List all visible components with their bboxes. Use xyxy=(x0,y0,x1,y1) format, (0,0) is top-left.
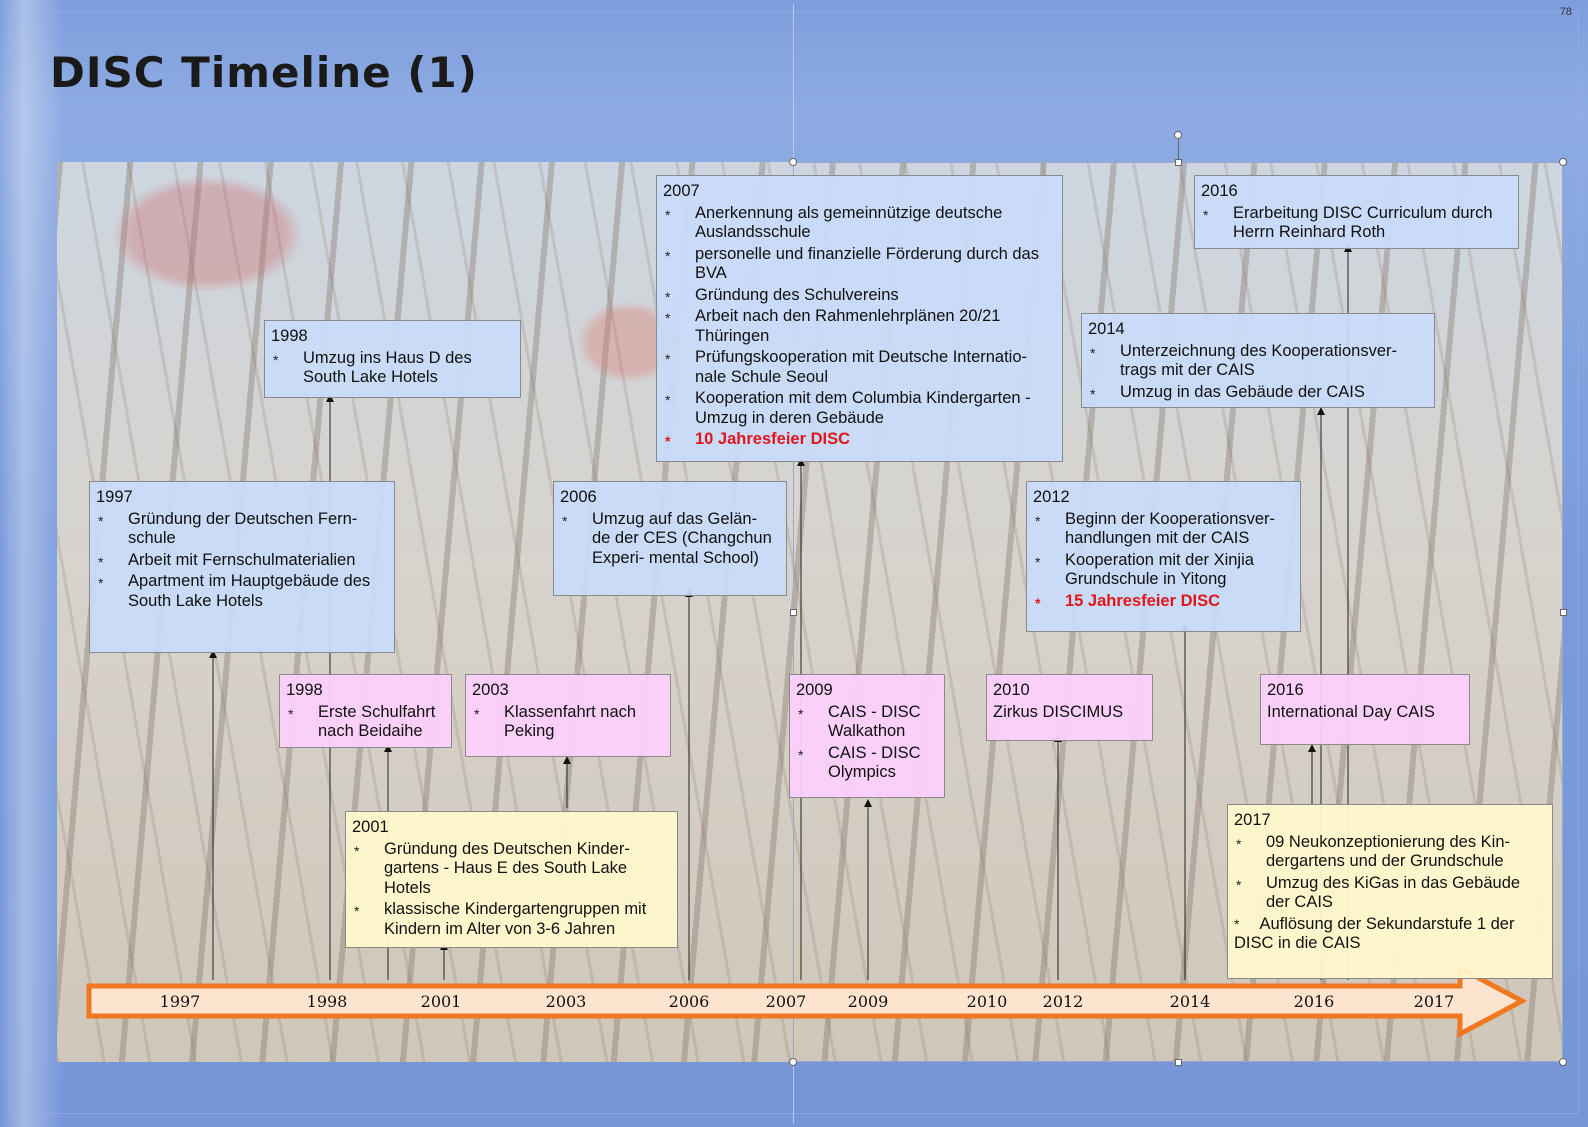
event-box-2012[interactable]: 2012 Beginn der Kooperationsver- handlun… xyxy=(1026,481,1301,632)
event-year: 2012 xyxy=(1033,488,1070,506)
axis-label: 2009 xyxy=(847,992,889,1011)
event-box-2017[interactable]: 2017 09 Neukonzeptionierung des Kin- der… xyxy=(1227,804,1553,979)
event-item: Gründung des Deutschen Kinder- gartens -… xyxy=(352,840,671,899)
event-highlight: 15 Jahresfeier DISC xyxy=(1033,592,1294,613)
event-item: Arbeit mit Fernschulmaterialien xyxy=(96,551,388,572)
axis-label: 2007 xyxy=(765,992,807,1011)
resize-handle-bottom[interactable] xyxy=(1175,1059,1182,1066)
event-item: personelle und finanzielle Förderung dur… xyxy=(663,245,1056,284)
event-year: 2010 xyxy=(993,681,1030,699)
resize-handle-left[interactable] xyxy=(790,609,797,616)
event-item: Umzug des KiGas in das Gebäude der CAIS xyxy=(1234,874,1546,913)
axis-label: 2012 xyxy=(1042,992,1084,1011)
event-box-2016-international-day[interactable]: 2016 International Day CAIS xyxy=(1260,674,1470,745)
event-box-2007[interactable]: 2007 Anerkennung als gemeinnützige deuts… xyxy=(656,175,1063,462)
timeline-arrow xyxy=(86,963,1528,1039)
event-item: Anerkennung als gemeinnützige deutsche A… xyxy=(663,204,1056,243)
event-year: 2001 xyxy=(352,818,389,836)
event-item: Klassenfahrt nach Peking xyxy=(472,703,664,742)
event-year: 1997 xyxy=(96,488,133,506)
slide-title[interactable]: DISC Timeline (1) xyxy=(50,48,478,97)
event-item: Auflösung der Sekundarstufe 1 der DISC i… xyxy=(1234,915,1546,954)
event-box-2016-curriculum[interactable]: 2016 Erarbeitung DISC Curriculum durch H… xyxy=(1194,175,1519,249)
event-year: 1998 xyxy=(286,681,323,699)
event-year: 2003 xyxy=(472,681,509,699)
event-item: Kooperation mit der Xinjia Grundschule i… xyxy=(1033,551,1294,590)
axis-label: 2010 xyxy=(966,992,1008,1011)
event-year: 1998 xyxy=(271,327,308,345)
event-item: Umzug in das Gebäude der CAIS xyxy=(1088,383,1428,404)
event-item: klassische Kindergartengruppen mit Kinde… xyxy=(352,900,671,939)
event-item: Kooperation mit dem Columbia Kindergarte… xyxy=(663,389,1056,428)
event-text: International Day CAIS xyxy=(1267,702,1435,721)
event-box-1997[interactable]: 1997 Gründung der Deutschen Fern- schule… xyxy=(89,481,395,653)
event-item: Apartment im Hauptgebäude des South Lake… xyxy=(96,572,388,611)
event-box-2001[interactable]: 2001 Gründung des Deutschen Kinder- gart… xyxy=(345,811,678,948)
resize-handle-top[interactable] xyxy=(1175,159,1182,166)
event-item: Gründung der Deutschen Fern- schule xyxy=(96,510,388,549)
event-box-1998-trip[interactable]: 1998 Erste Schulfahrt nach Beidaihe xyxy=(279,674,452,748)
event-item: 09 Neukonzeptionierung des Kin- dergarte… xyxy=(1234,833,1546,872)
event-item: CAIS - DISC Walkathon xyxy=(796,703,938,742)
event-box-2014[interactable]: 2014 Unterzeichnung des Kooperationsver-… xyxy=(1081,313,1435,408)
event-item: CAIS - DISC Olympics xyxy=(796,744,938,783)
event-box-2009[interactable]: 2009 CAIS - DISC Walkathon CAIS - DISC O… xyxy=(789,674,945,798)
rotate-handle[interactable] xyxy=(1174,131,1182,139)
event-box-2006[interactable]: 2006 Umzug auf das Gelän- de der CES (Ch… xyxy=(553,481,787,596)
axis-label: 2017 xyxy=(1413,992,1455,1011)
event-highlight: 10 Jahresfeier DISC xyxy=(663,430,1056,451)
axis-label: 1998 xyxy=(306,992,348,1011)
event-year: 2014 xyxy=(1088,320,1125,338)
event-year: 2006 xyxy=(560,488,597,506)
event-year: 2009 xyxy=(796,681,833,699)
resize-handle-top-left[interactable] xyxy=(789,158,797,166)
axis-label: 2014 xyxy=(1169,992,1211,1011)
event-item: Erarbeitung DISC Curriculum durch Herrn … xyxy=(1201,204,1512,243)
event-item: Beginn der Kooperationsver- handlungen m… xyxy=(1033,510,1294,549)
event-item: Unterzeichnung des Kooperationsver- trag… xyxy=(1088,342,1428,381)
axis-label: 2006 xyxy=(668,992,710,1011)
slide-frame xyxy=(9,11,1579,1114)
event-box-2003[interactable]: 2003 Klassenfahrt nach Peking xyxy=(465,674,671,757)
axis-label: 1997 xyxy=(159,992,201,1011)
event-year: 2016 xyxy=(1201,182,1238,200)
event-text: Zirkus DISCIMUS xyxy=(993,702,1124,721)
event-year: 2016 xyxy=(1267,681,1304,699)
event-item: Arbeit nach den Rahmenlehrplänen 20/21 T… xyxy=(663,307,1056,346)
resize-handle-top-right[interactable] xyxy=(1559,158,1567,166)
axis-label: 2016 xyxy=(1293,992,1335,1011)
event-box-2010[interactable]: 2010 Zirkus DISCIMUS xyxy=(986,674,1153,741)
axis-label: 2003 xyxy=(545,992,587,1011)
resize-handle-bottom-right[interactable] xyxy=(1559,1058,1567,1066)
event-item: Umzug ins Haus D des South Lake Hotels xyxy=(271,349,514,388)
event-item: Gründung des Schulvereins xyxy=(663,286,1056,307)
event-item: Prüfungskooperation mit Deutsche Interna… xyxy=(663,348,1056,387)
resize-handle-right[interactable] xyxy=(1560,609,1567,616)
page-number: 78 xyxy=(1559,6,1572,18)
event-year: 2007 xyxy=(663,182,700,200)
event-item: Erste Schulfahrt nach Beidaihe xyxy=(286,703,445,742)
event-item: Umzug auf das Gelän- de der CES (Changch… xyxy=(560,510,780,569)
event-year: 2017 xyxy=(1234,811,1271,829)
axis-label: 2001 xyxy=(420,992,462,1011)
event-box-1998-move[interactable]: 1998 Umzug ins Haus D des South Lake Hot… xyxy=(264,320,521,398)
resize-handle-bottom-left[interactable] xyxy=(789,1058,797,1066)
rotation-stem xyxy=(1178,137,1179,161)
